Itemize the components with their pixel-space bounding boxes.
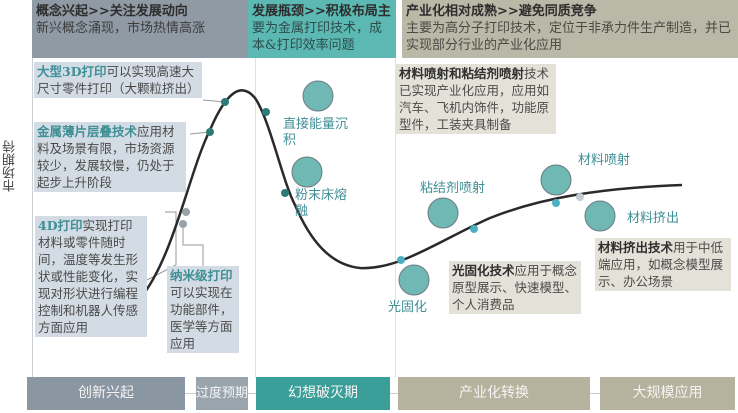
note-metal-sheet: 金属薄片层叠技术应用材料及场景有限，市场资源较少，发展较慢，仍处于起步上升阶段 <box>34 122 186 192</box>
point-ded <box>262 108 270 116</box>
point-large3d <box>221 98 229 106</box>
note-nano: 纳米级打印可以实现在功能部件，医学等方面应用 <box>167 266 239 353</box>
label-material-jet: 材料喷射 <box>578 153 631 168</box>
label-ded: 直接能量沉积 <box>283 117 349 148</box>
ded-icon <box>302 80 334 112</box>
material-jet-icon <box>540 164 572 196</box>
stage-industrialization: 产业化转换 <box>398 377 590 410</box>
label-photo: 光固化 <box>388 300 428 315</box>
stage-innovation: 创新兴起 <box>27 377 185 410</box>
label-binder: 粘结剂喷射 <box>420 181 486 196</box>
divider <box>255 58 256 378</box>
note-jetting: 材料喷射和粘结剂喷射技术已实现产业化应用，应用如汽车、飞机内饰件，功能原型件，工… <box>396 64 556 134</box>
point-binder <box>470 225 478 233</box>
stage-disillusionment: 幻想破灭期 <box>256 377 390 410</box>
point-4d <box>182 208 190 216</box>
point-extrusion <box>552 199 560 207</box>
binder-icon <box>427 197 459 229</box>
photo-icon <box>398 264 430 296</box>
note-photo: 光固化技术应用于概念原型展示、快速模型、个人消费品 <box>449 261 581 314</box>
leader-line <box>182 228 204 268</box>
point-material-jet <box>576 193 584 201</box>
point-metal-sheet <box>206 128 214 136</box>
note-4d: 4D打印实现打印材料或零件随时间，温度等发生形状或性能变化，实现对形状进行编程控… <box>35 216 147 337</box>
note-large3d: 大型3D打印可以实现高速大尺寸零件打印（大颗粒挤出） <box>34 62 202 98</box>
extrusion-icon <box>584 200 616 232</box>
point-pbf <box>281 189 289 197</box>
leader-line <box>146 211 177 281</box>
point-photo <box>397 256 405 264</box>
header-mature: 产业化相对成熟>>避免同质竞争主要为高分子打印技术，定位于非承力件生产制造，并已… <box>402 0 738 58</box>
label-extrusion: 材料挤出 <box>627 211 680 226</box>
point-nano <box>179 220 187 228</box>
divider <box>395 58 396 378</box>
label-pbf: 粉末床熔融 <box>295 188 348 219</box>
header-concept: 概念兴起>>关注发展动向新兴概念涌现，市场热情高涨 <box>32 0 248 58</box>
header-bottleneck: 发展瓶颈>>积极布局主要为金属打印技术，成本&打印效率问题 <box>248 0 396 58</box>
stage-mass-application: 大规模应用 <box>600 377 735 410</box>
note-extrusion: 材料挤出技术用于中低端应用，如概念模型展示、办公场景 <box>595 238 731 291</box>
stage-inflated-expectations: 过度预期 <box>196 377 248 410</box>
axis-line <box>32 58 33 378</box>
hype-curve <box>143 89 683 293</box>
pbf-icon <box>291 156 323 188</box>
